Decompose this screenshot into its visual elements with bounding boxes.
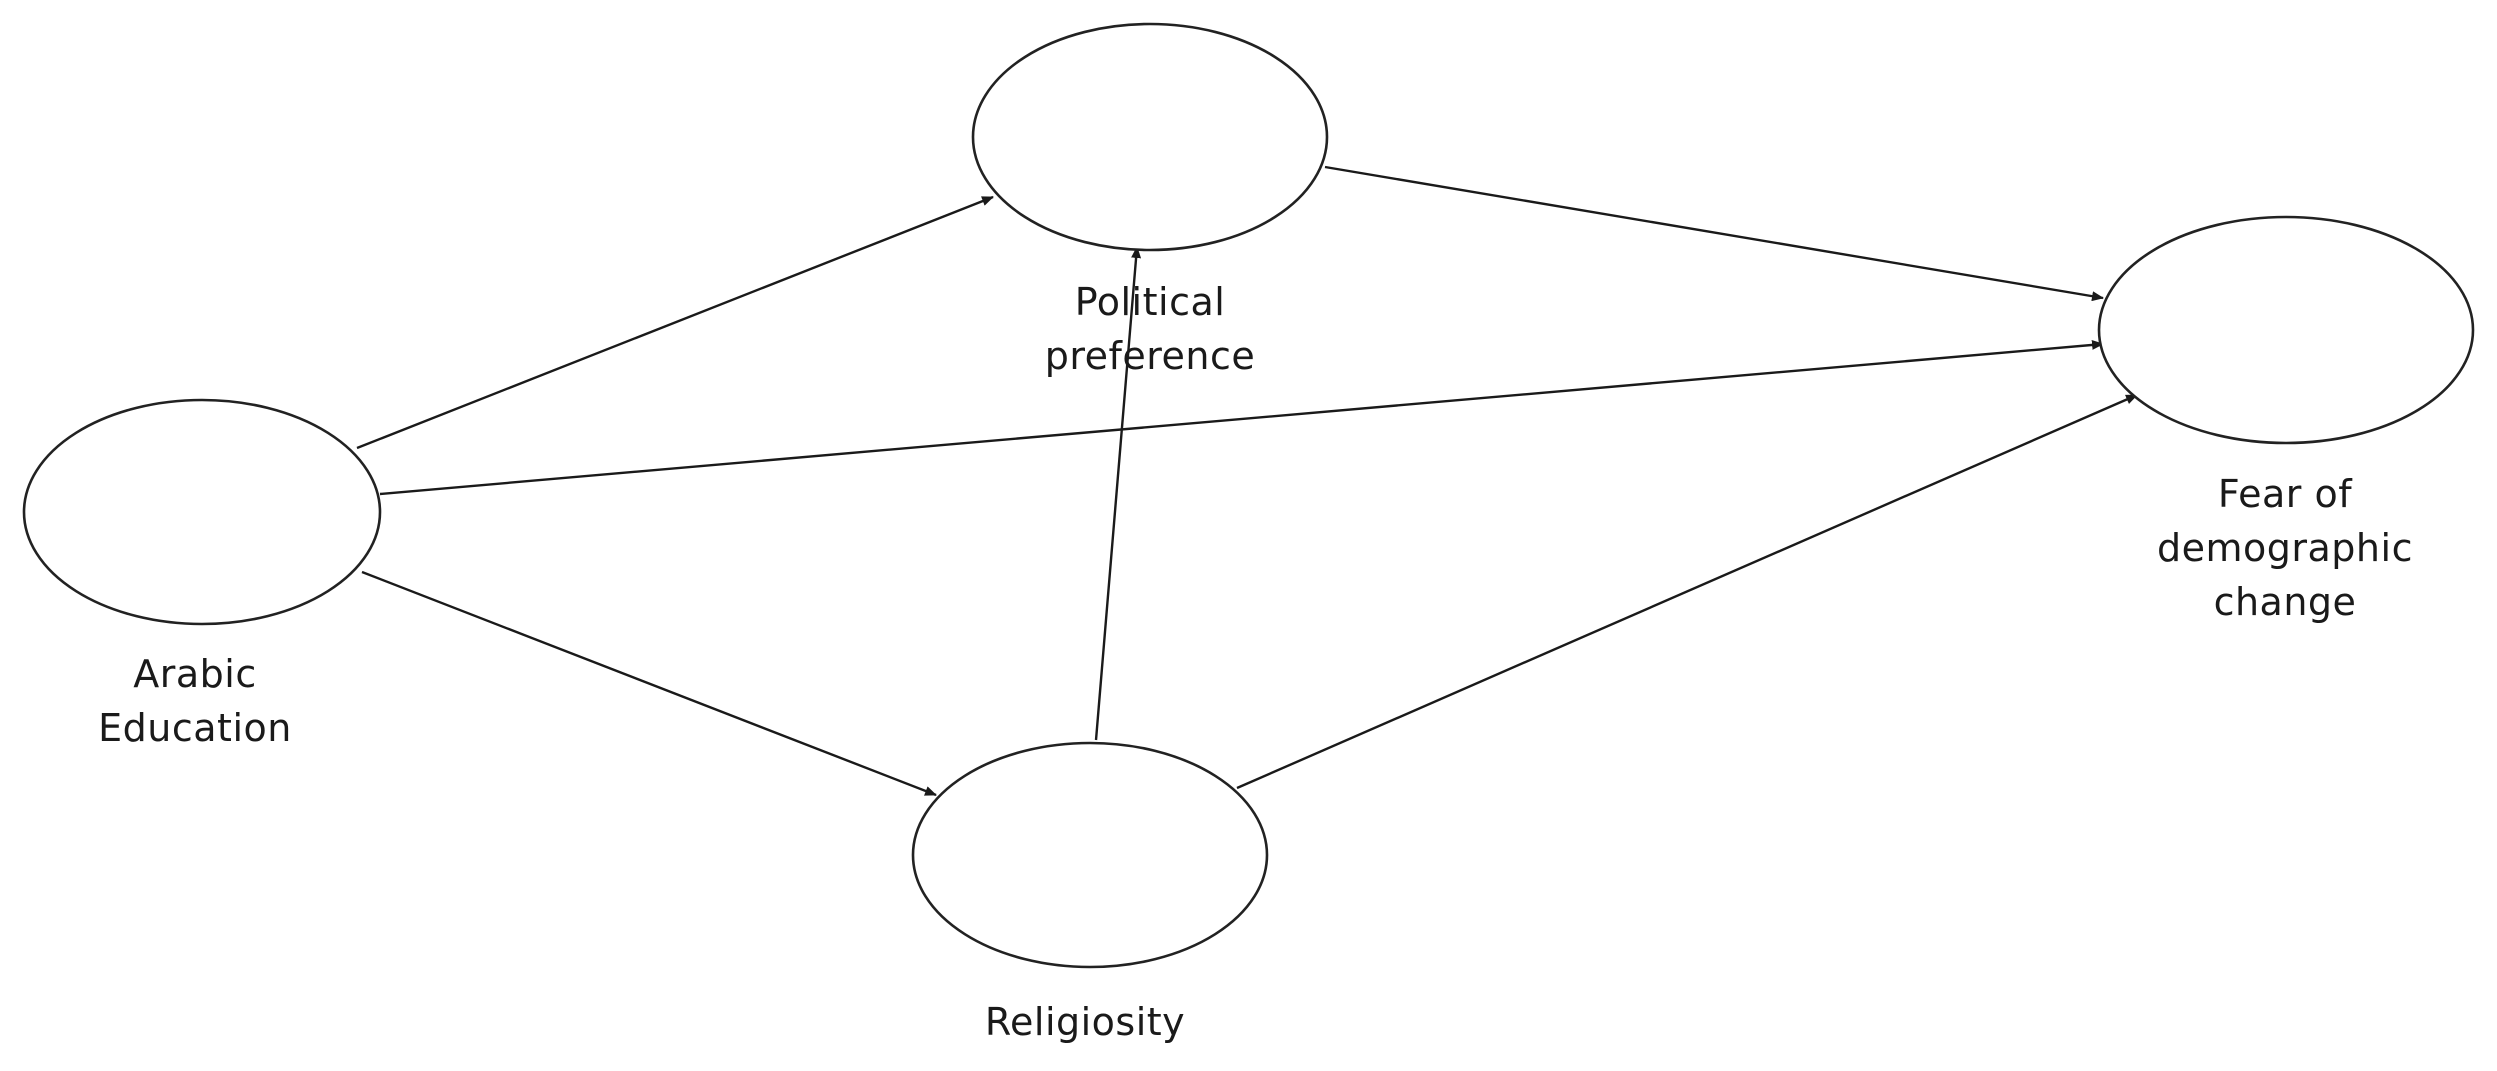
label-line: change [2213,580,2357,624]
edge-religiosity-to-political [1094,246,1142,741]
label-line: Education [98,706,292,750]
label-religiosity: Religiosity [910,995,1260,1049]
label-line: demographic [2157,526,2413,570]
label-fear-of-demographic-change: Fear of demographic change [2095,467,2475,629]
edge-religiosity-to-fear [1236,393,2138,790]
label-line: Religiosity [984,1000,1186,1044]
label-line: preference [1044,334,1256,378]
edges [356,165,2138,797]
label-political-preference: Political preference [970,275,1330,383]
node-arabic-education [22,398,382,626]
edge-political-to-fear [1324,165,2104,302]
edge-arabic-to-fear [379,339,2104,496]
label-line: Fear of [2217,472,2353,516]
edge-arabic-to-political [356,195,994,450]
label-line: Arabic [133,652,257,696]
node-political-preference [971,22,1329,252]
node-fear-of-demographic-change [2097,215,2475,445]
node-religiosity [911,741,1269,969]
edge-arabic-to-religiosity [361,570,937,797]
label-arabic-education: Arabic Education [45,647,345,755]
nodes [22,22,2475,969]
label-line: Political [1074,280,1226,324]
